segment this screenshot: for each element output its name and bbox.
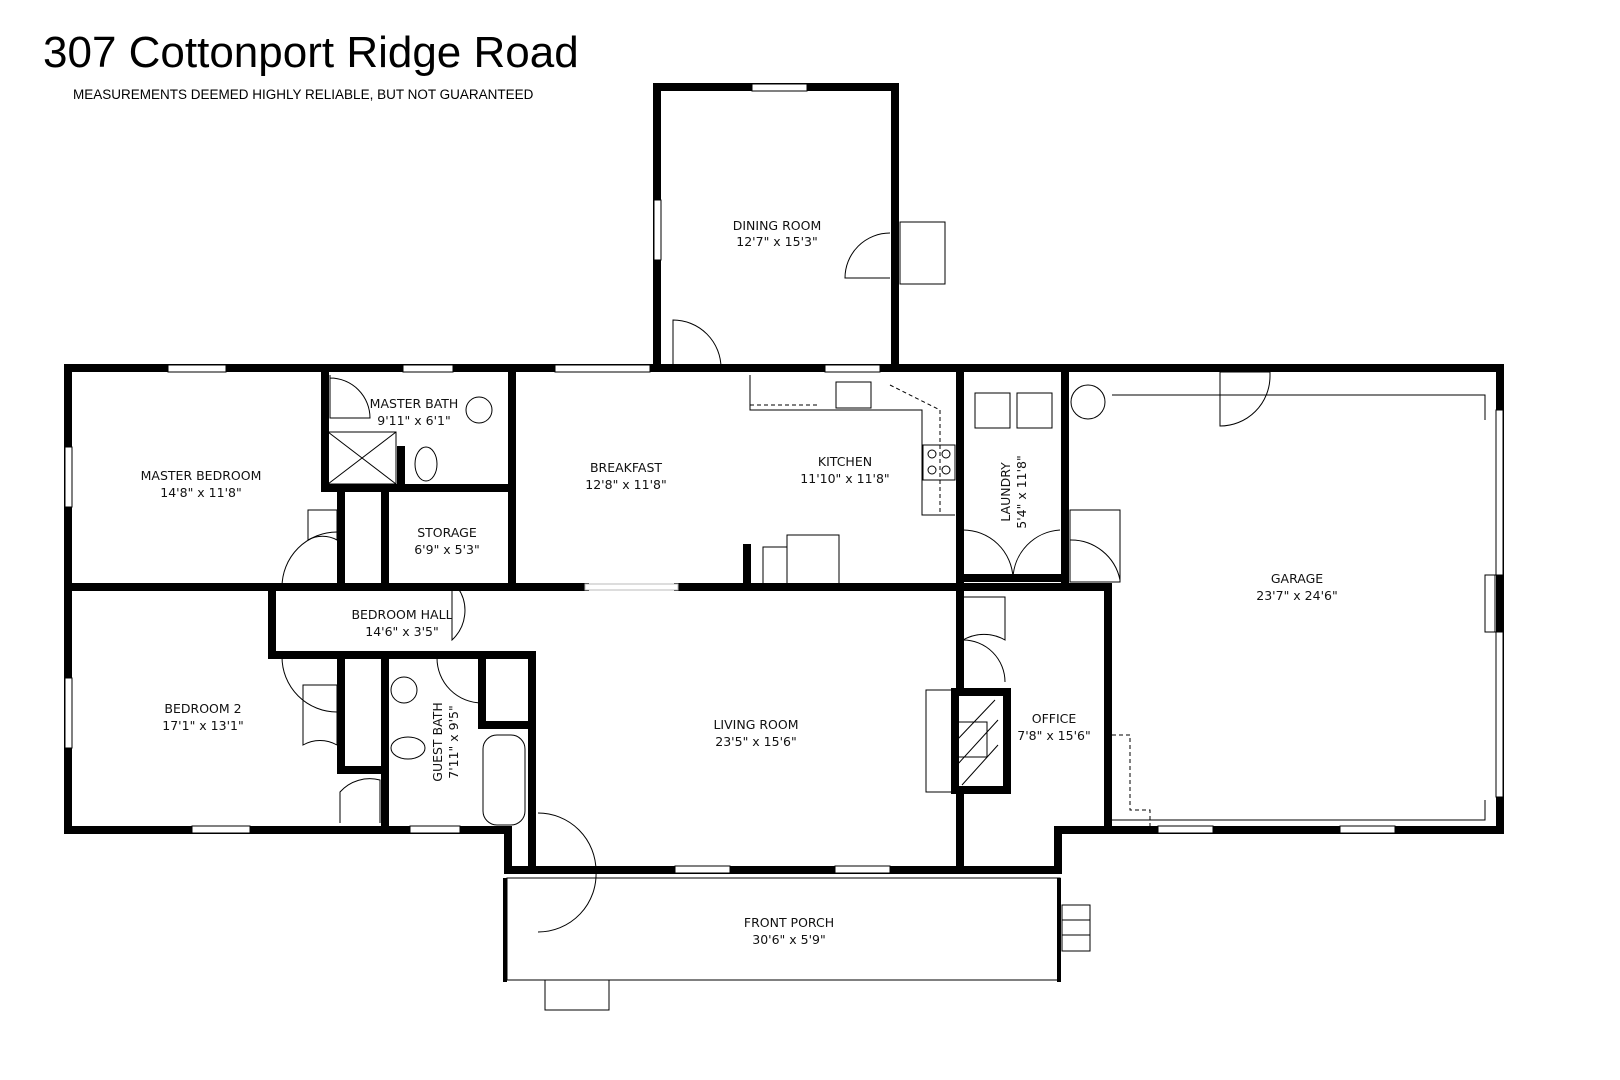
room-name: BEDROOM 2 bbox=[164, 701, 241, 716]
room-dims: 7'11" x 9'5" bbox=[446, 705, 461, 778]
room-dims: 14'6" x 3'5" bbox=[365, 624, 438, 639]
room-name: GUEST BATH bbox=[430, 702, 445, 781]
room-name: KITCHEN bbox=[818, 454, 872, 469]
room-name: BEDROOM HALL bbox=[351, 607, 452, 622]
room-name: MASTER BEDROOM bbox=[141, 468, 262, 483]
room-dims: 23'5" x 15'6" bbox=[715, 734, 796, 749]
front-porch-outline bbox=[503, 877, 1091, 1011]
room-dims: 6'9" x 5'3" bbox=[414, 542, 480, 557]
room-dims: 30'6" x 5'9" bbox=[752, 932, 825, 947]
room-dims: 11'10" x 11'8" bbox=[800, 471, 889, 486]
stove-icon bbox=[922, 444, 956, 481]
room-dims: 5'4" x 11'8" bbox=[1014, 455, 1029, 528]
room-dims: 17'1" x 13'1" bbox=[162, 718, 243, 733]
kitchen-counter bbox=[749, 375, 955, 516]
bathtub-icon bbox=[482, 734, 526, 826]
room-name: OFFICE bbox=[1032, 711, 1077, 726]
shower-icon bbox=[327, 431, 397, 485]
disclaimer: MEASUREMENTS DEEMED HIGHLY RELIABLE, BUT… bbox=[73, 87, 534, 102]
room-name: MASTER BATH bbox=[370, 396, 459, 411]
toilet-icon bbox=[390, 736, 426, 760]
fixtures bbox=[327, 221, 1486, 830]
room-name: LAUNDRY bbox=[998, 462, 1013, 522]
room-dims: 12'7" x 15'3" bbox=[736, 234, 817, 249]
stairs-icon bbox=[1069, 509, 1121, 583]
room-name: FRONT PORCH bbox=[744, 915, 834, 930]
water-heater-icon bbox=[1070, 384, 1106, 420]
room-dims: 23'7" x 24'6" bbox=[1256, 588, 1337, 603]
walls bbox=[64, 83, 1504, 874]
washer-icon bbox=[974, 392, 1011, 429]
room-dims: 12'8" x 11'8" bbox=[585, 477, 666, 492]
room-dims: 14'8" x 11'8" bbox=[160, 485, 241, 500]
dryer-icon bbox=[1016, 392, 1053, 429]
toilet-icon bbox=[414, 446, 438, 482]
windows bbox=[64, 83, 1504, 874]
room-dims: 7'8" x 15'6" bbox=[1017, 728, 1090, 743]
doors bbox=[281, 232, 1271, 933]
room-name: STORAGE bbox=[417, 525, 477, 540]
room-name: LIVING ROOM bbox=[713, 717, 798, 732]
sink-icon bbox=[390, 676, 418, 704]
fireplace-icon bbox=[925, 689, 999, 793]
room-labels: DINING ROOM 12'7" x 15'3" MASTER BATH 9'… bbox=[141, 218, 1338, 947]
page-title: 307 Cottonport Ridge Road bbox=[43, 28, 579, 77]
room-name: BREAKFAST bbox=[590, 460, 662, 475]
room-name: GARAGE bbox=[1271, 571, 1323, 586]
sink-icon bbox=[465, 396, 493, 424]
stairs-icon bbox=[899, 221, 946, 285]
room-name: DINING ROOM bbox=[733, 218, 822, 233]
room-dims: 9'11" x 6'1" bbox=[377, 413, 450, 428]
